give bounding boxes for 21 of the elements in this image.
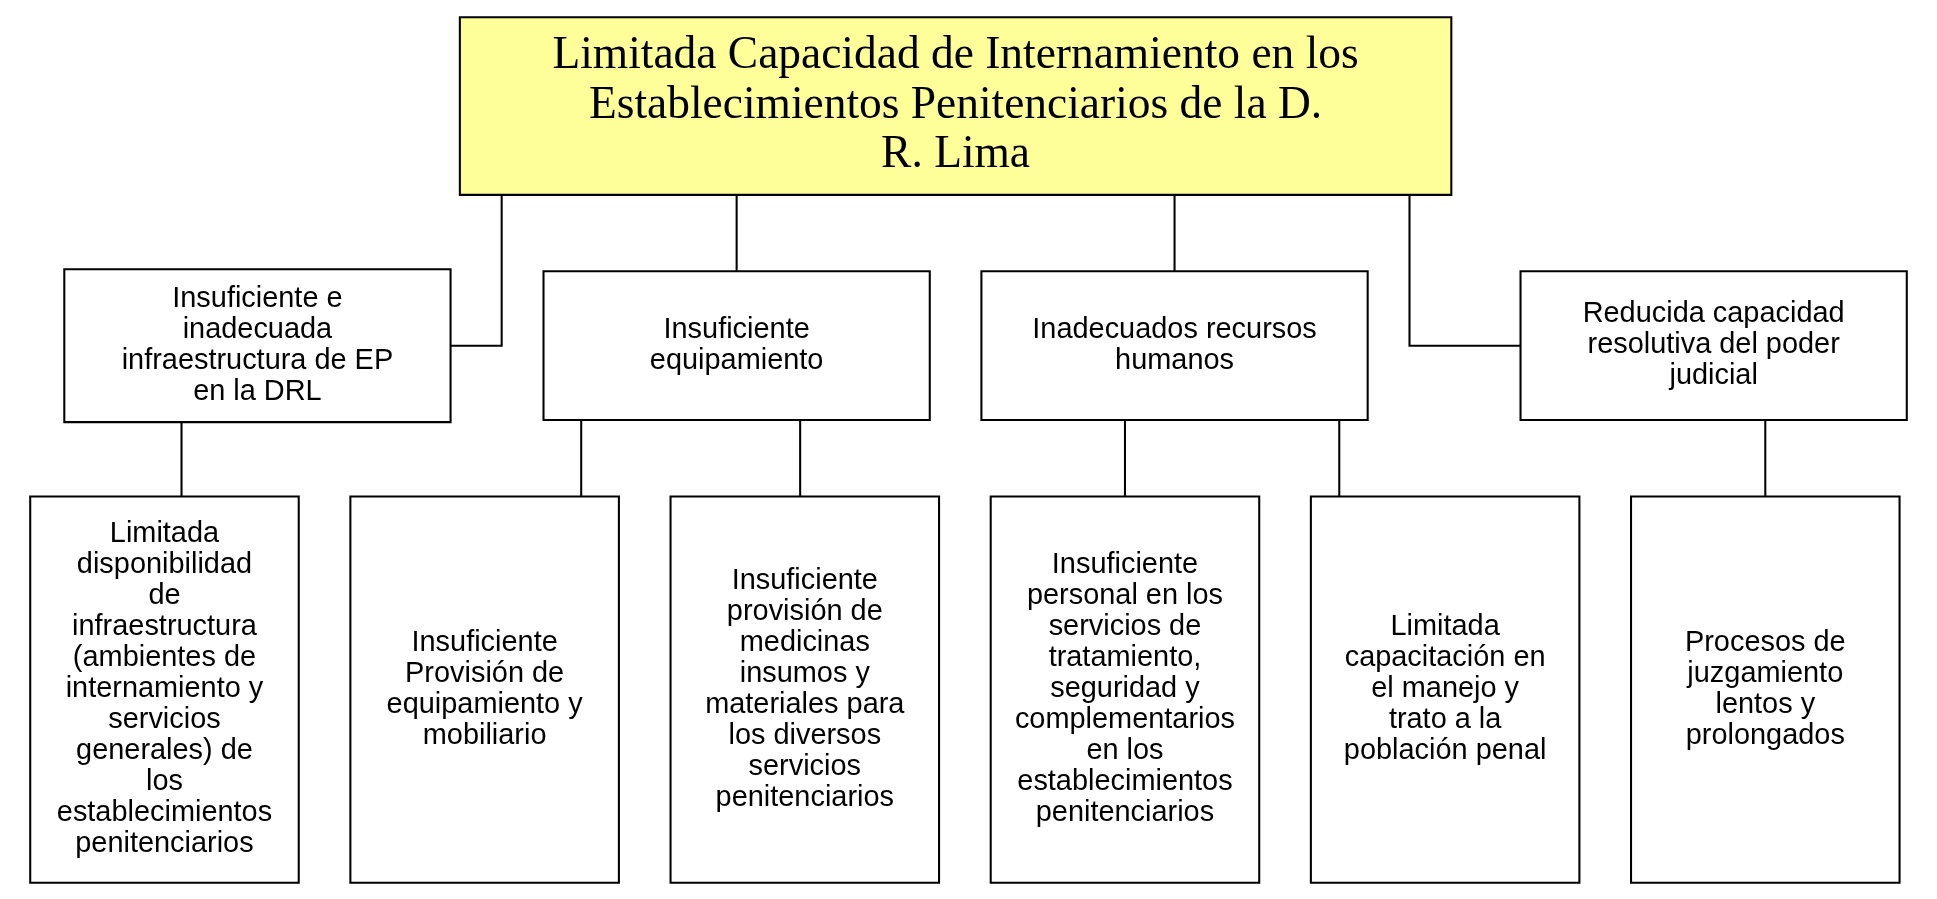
connector [1123, 419, 1126, 496]
connector [451, 194, 503, 347]
connector [1173, 194, 1176, 271]
node-box: Inadecuados recursos humanos [980, 269, 1369, 421]
connector [735, 194, 738, 271]
node-box: Insuficiente e inadecuada infraestructura de EP en la DRL [63, 267, 452, 423]
connector [1408, 194, 1521, 347]
connector [580, 419, 583, 496]
node-box: Insuficiente Provisión de equipamiento y mobiliario [349, 494, 620, 884]
node-box: Insuficiente provisión de medicinas insumos y materiales para los diversos servicios penitenciarios [669, 494, 941, 884]
connector [180, 422, 183, 496]
node-box: Reducida capacidad resolutiva del poder judicial [1519, 269, 1908, 421]
node-box: Procesos de juzgamiento lentos y prolongados [1630, 494, 1901, 884]
connector [799, 419, 802, 496]
connector [1764, 419, 1767, 496]
connector [1338, 419, 1341, 496]
node-box: Limitada capacitación en el manejo y trato a la población penal [1309, 494, 1581, 884]
node-box: Limitada disponibilidad de infraestructura (ambientes de internamiento y servicios generales) de los establecimientos penitenciarios [29, 494, 300, 884]
node-box: Limitada Capacidad de Internamiento en los Establecimientos Penitenciarios de la D. R. Lima [458, 15, 1453, 196]
node-box: Insuficiente personal en los servicios de tratamiento, seguridad y complementarios en los establecimientos penitenciarios [989, 494, 1261, 884]
node-box: Insuficiente equipamiento [542, 269, 931, 421]
